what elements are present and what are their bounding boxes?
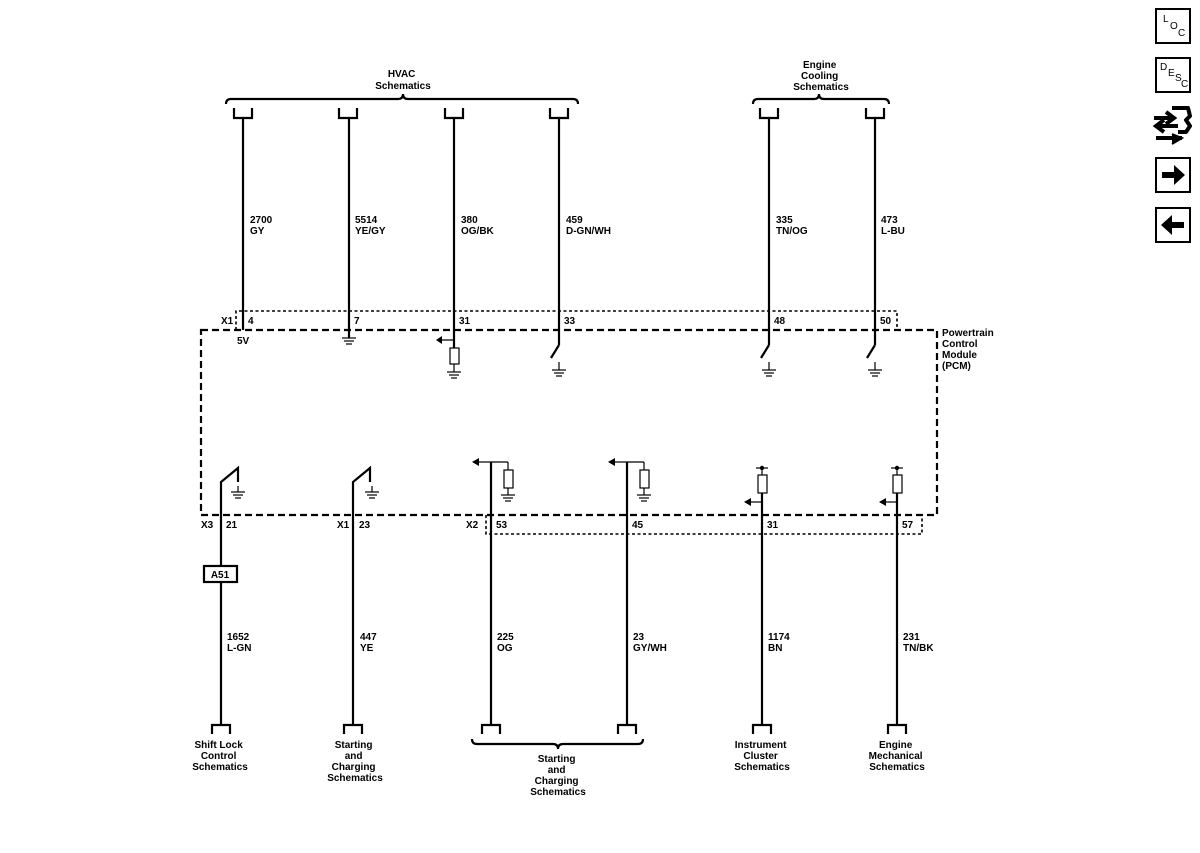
pin-31-bottom: 31 bbox=[767, 520, 779, 531]
bottom-wires bbox=[219, 515, 899, 725]
loc-letter-c: C bbox=[1178, 28, 1186, 39]
pin-53-pullup-resistor bbox=[472, 458, 515, 515]
desc-letter-e: E bbox=[1168, 68, 1175, 79]
loc-button[interactable]: L O C bbox=[1155, 8, 1191, 44]
pin-31-top: 31 bbox=[459, 316, 471, 327]
destination-engine-mechanical: Engine Mechanical Schematics bbox=[869, 740, 926, 773]
pin-31-pullup-resistor bbox=[436, 336, 461, 379]
loc-letter-o: O bbox=[1170, 21, 1178, 32]
bottom-connectors bbox=[210, 723, 908, 734]
pin-48-switch-ground bbox=[760, 344, 776, 377]
pin-50: 50 bbox=[880, 316, 892, 327]
pin-31-driver-resistor bbox=[744, 465, 768, 515]
pcm-module-outline bbox=[199, 328, 939, 517]
pin-33-switch-ground bbox=[550, 344, 566, 377]
pin-23: 23 bbox=[359, 520, 371, 531]
pin-50-switch-ground bbox=[866, 344, 882, 377]
destination-starting-charging-group: Starting and Charging Schematics bbox=[530, 754, 586, 798]
connector-x2-label: X2 bbox=[466, 520, 479, 531]
loc-letter-l: L bbox=[1163, 14, 1169, 25]
pin-57: 57 bbox=[902, 520, 914, 531]
next-page-button[interactable] bbox=[1155, 157, 1191, 193]
connector-x3-label: X3 bbox=[201, 520, 214, 531]
voltage-5v-label: 5V bbox=[237, 336, 250, 347]
wiring-diagram: HVAC Schematics Engine Cooling Schematic… bbox=[192, 60, 996, 798]
hvac-brace bbox=[224, 93, 580, 105]
desc-letter-s: S bbox=[1175, 73, 1182, 84]
pin-33: 33 bbox=[564, 316, 576, 327]
connector-x1-top-outline bbox=[235, 310, 898, 330]
connector-x1-bottom-label: X1 bbox=[337, 520, 350, 531]
pin-7-ground-symbol bbox=[342, 337, 356, 345]
engine-cooling-label: Engine Cooling Schematics bbox=[793, 60, 849, 93]
arrow-right-icon bbox=[1162, 165, 1185, 185]
pin-21-switch-ground bbox=[219, 465, 245, 515]
top-wires bbox=[241, 118, 877, 348]
destination-instrument-cluster: Instrument Cluster Schematics bbox=[734, 740, 790, 773]
pin-21: 21 bbox=[226, 520, 238, 531]
engine-cooling-brace bbox=[751, 93, 891, 105]
connector-x2-bottom-outline bbox=[485, 515, 923, 535]
pcm-module-label: Powertrain Control Module (PCM) bbox=[942, 328, 996, 372]
pin-45-pullup-resistor bbox=[608, 458, 651, 515]
starting-bottom-brace bbox=[470, 738, 645, 750]
pin-48: 48 bbox=[774, 316, 786, 327]
connector-swap-icon[interactable] bbox=[1152, 104, 1194, 148]
pin-4: 4 bbox=[248, 316, 254, 327]
top-connectors bbox=[232, 108, 886, 120]
pin-45: 45 bbox=[632, 520, 644, 531]
desc-button[interactable]: D E S C bbox=[1155, 57, 1191, 93]
desc-letter-c: C bbox=[1181, 79, 1189, 90]
connector-x1-top-label: X1 bbox=[221, 316, 234, 327]
arrow-left-icon bbox=[1161, 215, 1184, 235]
desc-letter-d: D bbox=[1160, 62, 1168, 73]
inline-connector-a51-label: A51 bbox=[211, 570, 230, 581]
pin-53: 53 bbox=[496, 520, 508, 531]
pin-7: 7 bbox=[354, 316, 360, 327]
previous-page-button[interactable] bbox=[1155, 207, 1191, 243]
destination-starting-charging-447: Starting and Charging Schematics bbox=[327, 740, 383, 784]
destination-shift-lock: Shift Lock Control Schematics bbox=[192, 740, 248, 773]
pin-23-switch-ground bbox=[351, 465, 379, 515]
hvac-label: HVAC Schematics bbox=[375, 69, 431, 92]
pin-57-driver-resistor bbox=[879, 465, 903, 515]
inline-connector-a51 bbox=[202, 564, 239, 584]
